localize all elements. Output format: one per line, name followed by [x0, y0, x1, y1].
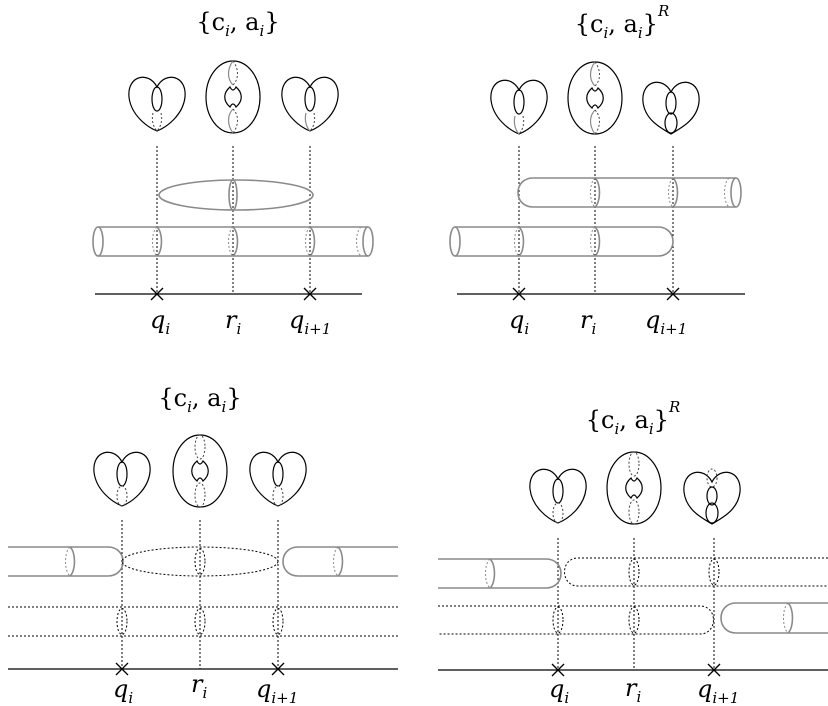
- surface-heart-left: [490, 79, 548, 135]
- surface-heart-right: [249, 451, 307, 507]
- cylinder-long: [92, 226, 374, 257]
- surface-torus-middle: [205, 60, 261, 134]
- panel-bottom-left: {ci, ai}: [8, 384, 398, 706]
- panel-top-left: {ci, ai}: [92, 8, 374, 338]
- surface-heart-right: [281, 76, 339, 132]
- cylinder-right-cap: [720, 602, 828, 634]
- cylinder-left-cap: [438, 558, 562, 589]
- label-r: ri: [225, 306, 241, 338]
- label-r: ri: [625, 674, 641, 706]
- annulus-ellipse: [158, 179, 314, 211]
- surface-heart-left: [128, 76, 186, 132]
- panel-bottom-right: {ci, ai}R: [438, 398, 828, 706]
- panel-title: {ci, ai}R: [586, 398, 681, 438]
- dashed-cylinder: [8, 606, 398, 637]
- label-r: ri: [580, 306, 596, 338]
- panel-title: {ci, ai}R: [575, 2, 670, 42]
- dashed-annulus: [121, 546, 279, 577]
- surface-torus-middle: [567, 61, 623, 135]
- label-q: qi: [549, 675, 569, 706]
- cross-mark-q: [551, 663, 565, 677]
- cross-mark-q-next: [707, 663, 721, 677]
- cross-mark-q: [115, 662, 129, 676]
- cross-mark-q: [512, 287, 526, 301]
- cylinder-left-cap: [8, 546, 124, 577]
- panel-top-right: {ci, ai}R: [449, 2, 745, 338]
- label-q-next: qi+1: [697, 675, 739, 706]
- label-r: ri: [191, 670, 207, 702]
- label-q-next: qi+1: [289, 306, 331, 338]
- label-q: qi: [509, 306, 529, 338]
- label-q: qi: [113, 675, 133, 706]
- cross-mark-q-next: [271, 662, 285, 676]
- label-q-next: qi+1: [256, 675, 298, 706]
- surface-heart-right-pinched: [642, 81, 700, 135]
- surface-torus-middle: [172, 434, 228, 508]
- cross-mark-q: [150, 287, 164, 301]
- cross-mark-q-next: [303, 287, 317, 301]
- surface-torus-middle: [606, 451, 662, 525]
- surface-heart-right-pinched: [683, 468, 741, 525]
- panel-title: {ci, ai}: [158, 384, 241, 416]
- cylinder-lower: [449, 226, 674, 257]
- label-q: qi: [150, 306, 170, 338]
- panel-title: {ci, ai}: [196, 8, 279, 40]
- cylinder-right-cap: [282, 546, 398, 577]
- cylinder-upper: [517, 177, 742, 208]
- dashed-cylinder-upper: [564, 557, 828, 587]
- dashed-cylinder-lower: [438, 605, 714, 635]
- surface-heart-left: [93, 451, 151, 507]
- surface-heart-left: [529, 468, 587, 524]
- label-q-next: qi+1: [645, 306, 687, 338]
- cross-mark-q-next: [666, 287, 680, 301]
